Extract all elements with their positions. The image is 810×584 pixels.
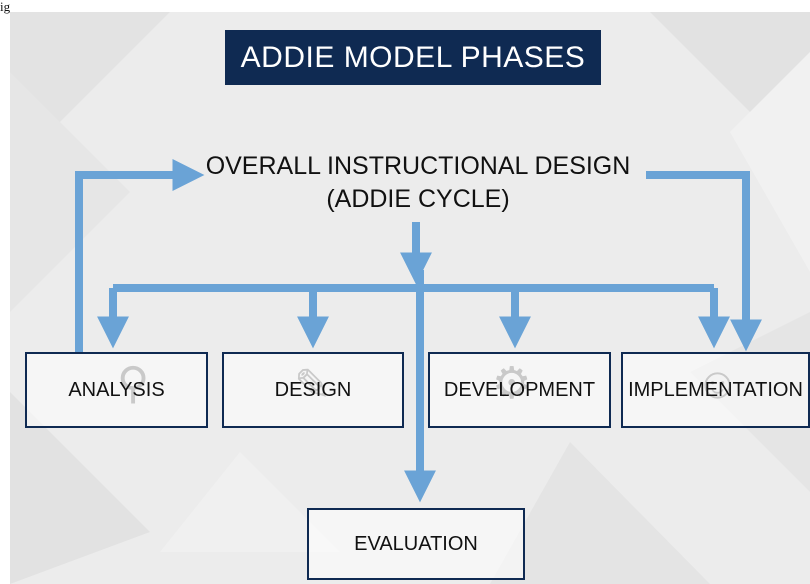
diagram-title: ADDIE MODEL PHASES bbox=[225, 30, 601, 85]
phase-implementation-label: IMPLEMENTATION bbox=[628, 378, 803, 401]
overall-line-2: (ADDIE CYCLE) bbox=[326, 185, 510, 213]
phase-design-label: DESIGN bbox=[274, 378, 352, 401]
overall-design-label: OVERALL INSTRUCTIONAL DESIGN (ADDIE CYCL… bbox=[198, 150, 638, 216]
document-edit-icon: ✎ bbox=[294, 361, 331, 410]
flow-arrows bbox=[75, 159, 762, 503]
background-pattern bbox=[10, 12, 810, 584]
phase-analysis-label: ANALYSIS bbox=[68, 378, 165, 401]
phase-analysis: ⚲ ANALYSIS bbox=[25, 352, 208, 428]
arrow-overall-to-implementation bbox=[646, 171, 762, 352]
diagram-title-text: ADDIE MODEL PHASES bbox=[240, 40, 586, 74]
gears-icon: ⚙ bbox=[492, 359, 532, 408]
phase-evaluation-label: EVALUATION bbox=[354, 532, 478, 555]
arrow-analysis-to-overall bbox=[75, 159, 205, 352]
phase-design: ✎ DESIGN bbox=[222, 352, 404, 428]
diagram-canvas: ADDIE MODEL PHASES OVERALL INSTRUCTIONAL… bbox=[10, 12, 810, 584]
caption-fragment: ig bbox=[0, 0, 11, 14]
magnifier-icon: ⚲ bbox=[117, 359, 150, 408]
phase-development-label: DEVELOPMENT bbox=[443, 378, 596, 401]
phase-implementation: ☺ IMPLEMENTATION bbox=[621, 352, 810, 428]
person-map-icon: ☺ bbox=[695, 359, 740, 408]
phase-evaluation: EVALUATION bbox=[307, 508, 525, 580]
overall-line-1: OVERALL INSTRUCTIONAL DESIGN bbox=[205, 152, 631, 180]
phase-development: ⚙ DEVELOPMENT bbox=[428, 352, 611, 428]
